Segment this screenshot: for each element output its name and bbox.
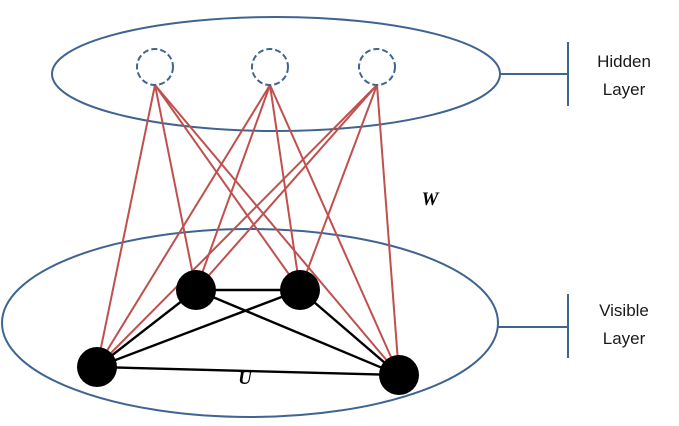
visible-layer-bracket — [498, 294, 569, 358]
hidden-units — [136, 48, 396, 86]
edge-h3-v4 — [376, 84, 400, 376]
intra-visible-edges — [96, 288, 400, 377]
weight-w-label: W — [422, 189, 440, 210]
edge-h1-v4 — [154, 84, 400, 376]
edge-v1-v3 — [96, 288, 301, 369]
visible-units — [77, 270, 419, 395]
visible-unit-v3 — [280, 270, 320, 310]
hidden-layer-bracket — [500, 42, 569, 106]
edge-h1-v1 — [96, 84, 156, 368]
hidden-layer-label-line1: Hidden — [597, 52, 651, 71]
edge-h2-v1 — [96, 84, 271, 368]
edge-v1-v4 — [96, 365, 400, 377]
edge-h2-v3 — [269, 84, 301, 291]
edge-v2-v4 — [195, 288, 400, 377]
weight-u-label: U — [238, 368, 253, 389]
edge-v1-v2 — [96, 289, 197, 368]
edge-h3-v3 — [299, 84, 378, 291]
edge-h1-v3 — [154, 84, 301, 291]
hidden-unit-h3 — [358, 48, 396, 86]
visible-unit-v4 — [379, 355, 419, 395]
edge-v3-v4 — [299, 289, 400, 376]
edge-h3-v2 — [195, 84, 378, 291]
visible-unit-v1 — [77, 347, 117, 387]
visible-unit-v2 — [176, 270, 216, 310]
edge-h3-v1 — [96, 84, 378, 368]
visible-layer-label-line1: Visible — [599, 301, 649, 320]
inter-layer-edges — [96, 84, 400, 376]
hidden-unit-h2 — [251, 48, 289, 86]
edge-h1-v2 — [154, 84, 197, 291]
hidden-layer-label-line2: Layer — [603, 80, 646, 99]
hidden-unit-h1 — [136, 48, 174, 86]
visible-layer-label-line2: Layer — [603, 329, 646, 348]
edge-h2-v4 — [269, 84, 400, 376]
